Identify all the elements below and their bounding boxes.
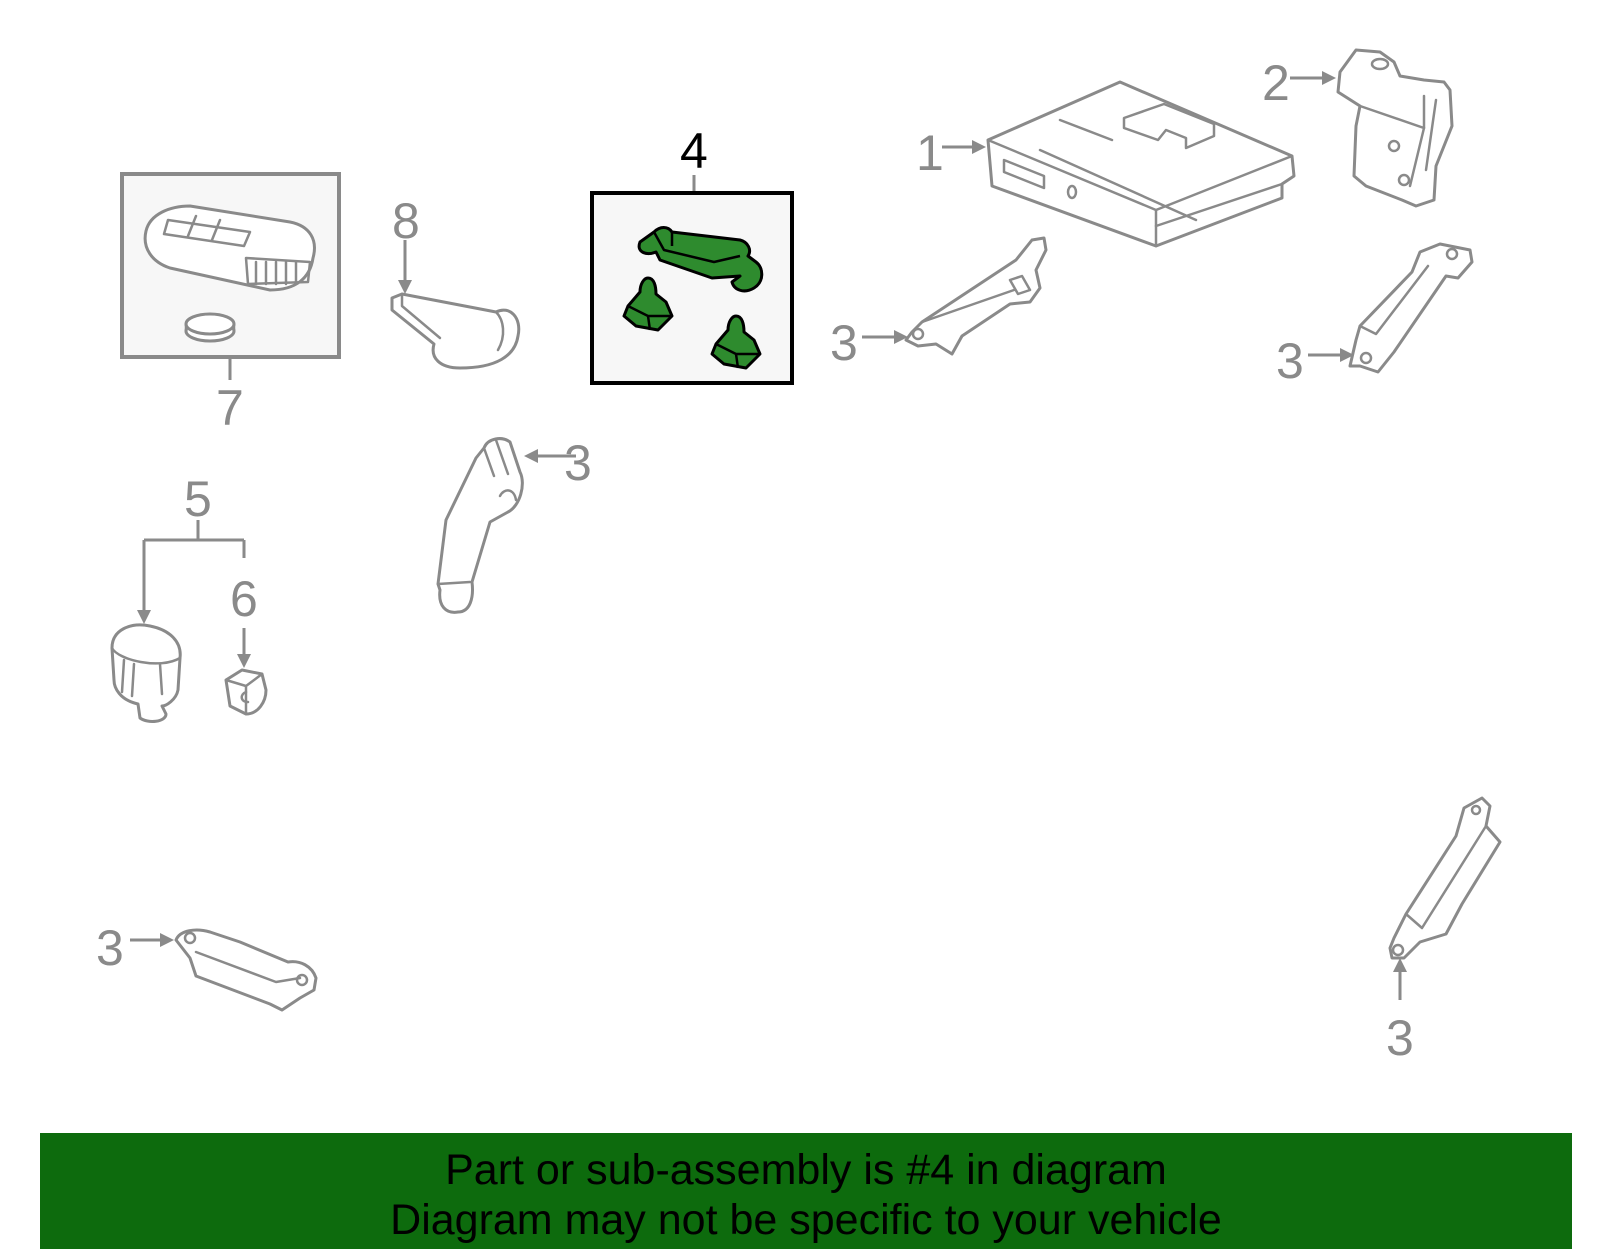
callout-8[interactable]: 8 (392, 193, 420, 249)
mount-bracket-icon (1336, 48, 1454, 208)
lever-icon (390, 292, 521, 370)
key-fob-icon (143, 204, 316, 292)
banner-line-2: Diagram may not be specific to your vehi… (390, 1196, 1222, 1244)
callout-5[interactable]: 5 (184, 471, 212, 527)
part-4-highlight-group[interactable] (590, 175, 794, 385)
part-3-bracket-b-group[interactable] (1308, 242, 1474, 374)
part-7-key-fob-group[interactable] (120, 172, 341, 380)
support-rod-icon (436, 437, 524, 614)
part-3-rod-group[interactable] (436, 437, 576, 614)
info-banner: Part or sub-assembly is #4 in diagram Di… (40, 1133, 1572, 1249)
part-4-frame (590, 191, 794, 385)
callout-3e[interactable]: 3 (1386, 1010, 1414, 1066)
part-8-lever-group[interactable] (390, 240, 521, 370)
support-bracket-icon-b (1348, 242, 1474, 374)
support-bracket-icon-e (1388, 796, 1502, 960)
part-3-bracket-a-group[interactable] (862, 236, 1048, 356)
push-button-icon (110, 623, 182, 723)
callout-3d[interactable]: 3 (96, 920, 124, 976)
callout-6[interactable]: 6 (230, 571, 258, 627)
banner-line-1: Part or sub-assembly is #4 in diagram (445, 1146, 1167, 1194)
callout-3c[interactable]: 3 (564, 435, 592, 491)
part-3-bracket-e-group[interactable] (1388, 796, 1502, 1000)
callout-2[interactable]: 2 (1262, 55, 1290, 111)
callout-1[interactable]: 1 (916, 125, 944, 181)
part-3-bracket-d-group[interactable] (130, 928, 318, 1012)
callout-3a[interactable]: 3 (830, 315, 858, 371)
callout-4[interactable]: 4 (680, 123, 708, 179)
support-bracket-icon-a (904, 236, 1048, 356)
control-module-icon (986, 80, 1296, 248)
callout-7[interactable]: 7 (216, 380, 244, 436)
callout-3b[interactable]: 3 (1276, 333, 1304, 389)
part-5-6-group[interactable] (110, 520, 268, 723)
part-2-bracket-group[interactable] (1290, 48, 1454, 208)
part-1-module-group[interactable] (942, 80, 1296, 248)
